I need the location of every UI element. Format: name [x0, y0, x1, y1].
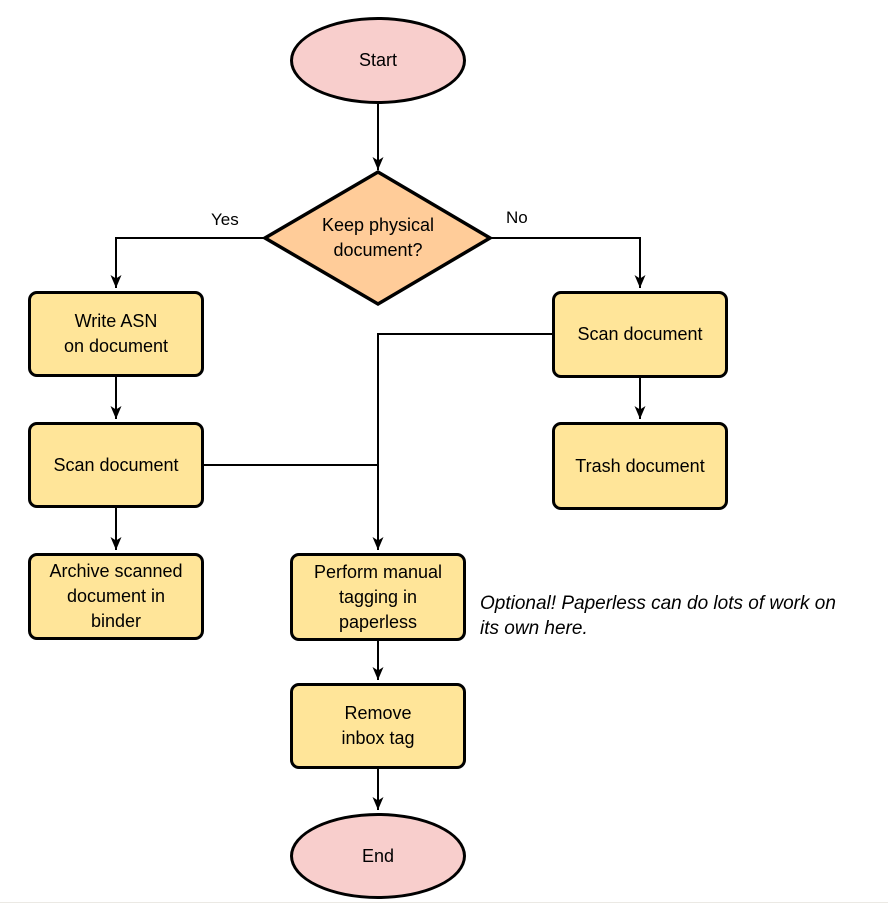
decision-diamond-shape [261, 169, 494, 307]
node-start: Start [290, 17, 466, 104]
node-remove-inbox-tag: Remove inbox tag [290, 683, 466, 769]
edge-label-no: No [506, 208, 528, 227]
edge-decision-yes-to-write-asn [110, 237, 265, 288]
node-manual-tagging: Perform manual tagging in paperless [290, 553, 466, 641]
annotation-optional-note: Optional! Paperless can do lots of work … [480, 593, 836, 639]
bottom-divider [0, 902, 888, 903]
node-end: End [290, 813, 466, 899]
node-scan-document-left: Scan document [28, 422, 204, 508]
node-trash-document: Trash document [552, 422, 728, 510]
edge-decision-no-to-scan-right [490, 237, 646, 288]
node-scan-document-right: Scan document [552, 291, 728, 378]
edge-scan-right-to-tagging [372, 333, 552, 550]
node-decision-label: Keep physical document? [321, 215, 435, 260]
node-write-asn: Write ASN on document [28, 291, 204, 377]
edge-label-yes: Yes [211, 210, 239, 229]
node-archive-scanned: Archive scanned document in binder [28, 553, 204, 640]
